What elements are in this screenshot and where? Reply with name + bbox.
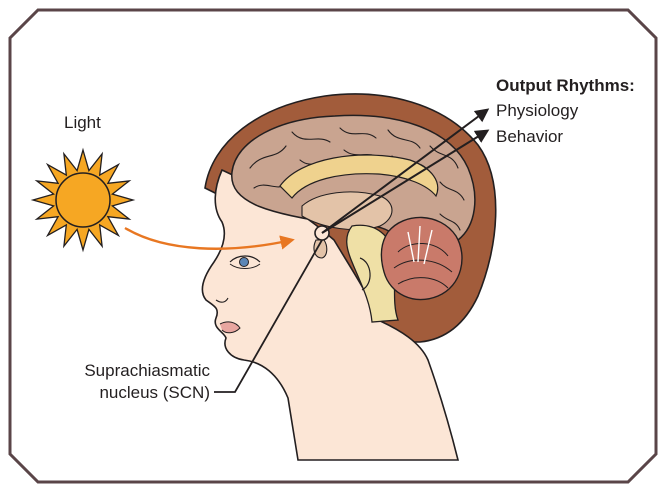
light-arrow: [124, 226, 295, 250]
scn-label-line1: Suprachiasmatic: [84, 361, 210, 380]
ear: [359, 257, 371, 291]
output-physiology: Physiology: [496, 101, 579, 120]
pituitary: [313, 239, 328, 259]
physiology-arrow: [321, 108, 490, 234]
nostril: [215, 297, 229, 303]
output-rhythms-title: Output Rhythms:: [496, 76, 635, 95]
lips: [219, 321, 241, 334]
sun-icon: [30, 147, 136, 253]
behavior-arrow: [321, 129, 490, 234]
light-label: Light: [64, 113, 101, 132]
scn-leader: [214, 239, 323, 393]
output-behavior: Behavior: [496, 127, 564, 146]
corpus-callosum: [279, 154, 439, 199]
scn-label-line2: nucleus (SCN): [99, 383, 210, 402]
cerebellum: [380, 216, 463, 301]
eye: [229, 255, 261, 269]
